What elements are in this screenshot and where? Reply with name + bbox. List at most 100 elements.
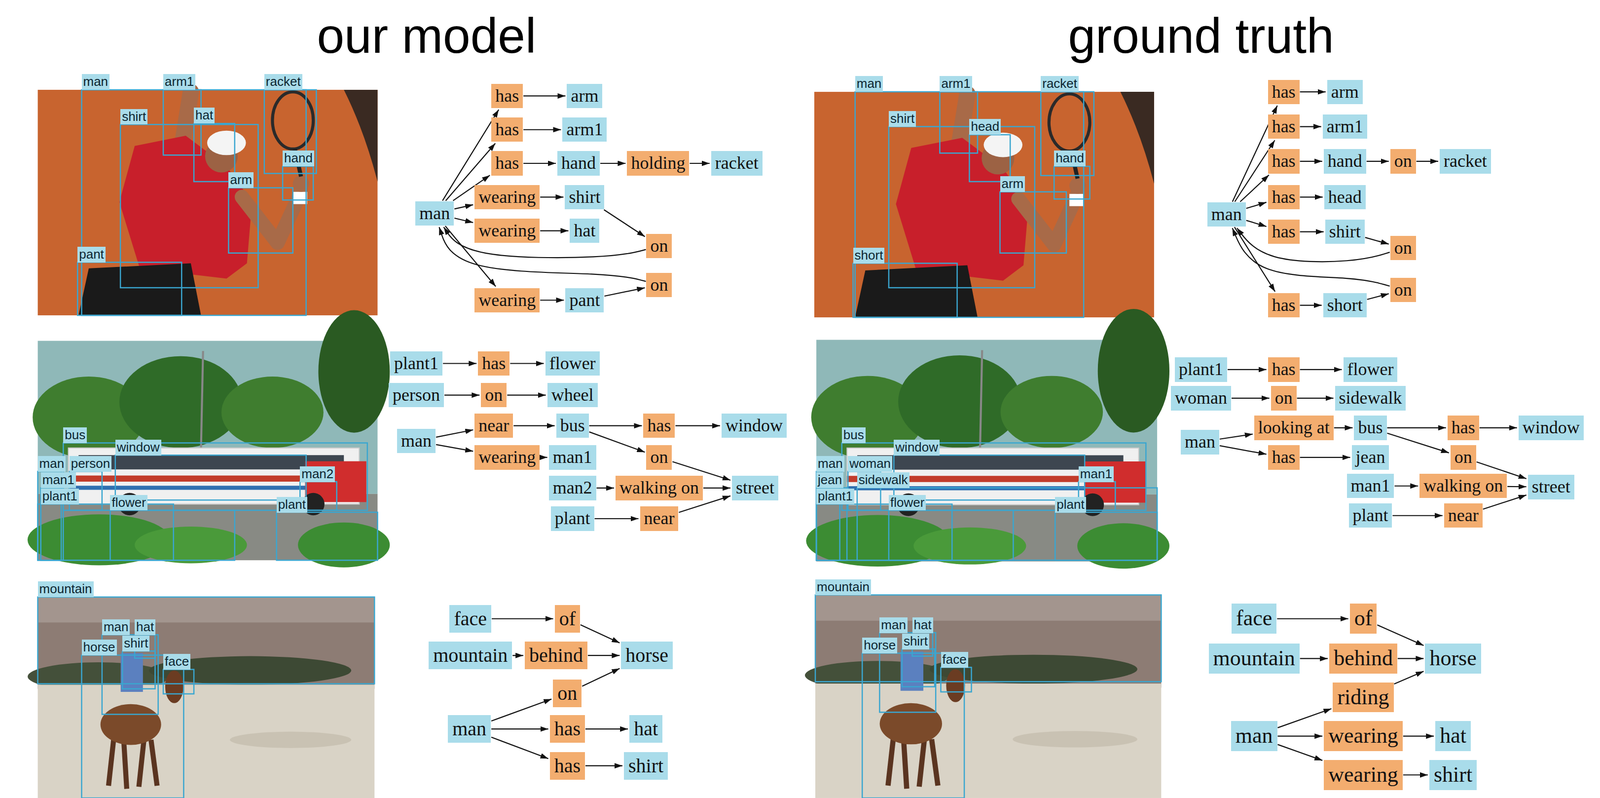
node-text: flower [549, 353, 596, 374]
node-text: wearing [478, 186, 536, 208]
relation-arrow [703, 487, 731, 489]
relation-arrow [589, 425, 643, 427]
relation-arrow [604, 287, 645, 296]
object-box: shirt [623, 751, 668, 780]
node-text: woman [1174, 387, 1228, 408]
node-text: head [1328, 186, 1362, 208]
object-box: arm1 [1322, 114, 1368, 139]
object-box: mountain [1208, 643, 1300, 674]
node-text: shirt [628, 754, 664, 777]
bbox [862, 652, 965, 798]
relation-arrow [594, 517, 639, 519]
node-text: has [1272, 359, 1296, 380]
region-tag: shirt [122, 635, 150, 652]
predicate-box: wearing [474, 444, 540, 470]
predicate-box: near [474, 413, 513, 438]
predicate-box: wearing [1323, 759, 1403, 790]
object-box: wheel [547, 382, 598, 407]
node-text: has [495, 85, 519, 107]
node-text: on [650, 446, 668, 468]
region-tag: man [879, 617, 908, 633]
node-text: man [419, 203, 450, 224]
node-text: has [1451, 417, 1476, 438]
node-text: man2 [552, 477, 593, 498]
node-text: walking on [1423, 475, 1503, 496]
node-text: hat [1439, 723, 1467, 749]
node-text: racket [715, 152, 759, 174]
node-text: bus [1357, 417, 1383, 438]
region-tag: horse [81, 639, 117, 655]
relation-arrow [689, 162, 710, 164]
object-box: plant1 [390, 351, 443, 376]
photo [27, 596, 375, 798]
relation-arrow [589, 431, 646, 452]
node-text: has [1272, 81, 1296, 103]
relation-arrow [1277, 735, 1323, 737]
predicate-box: on [646, 272, 672, 297]
object-box: sidewalk [1335, 385, 1407, 410]
predicate-box: has [491, 150, 523, 176]
node-text: walking on [619, 477, 699, 498]
region-tag: jean [816, 472, 844, 488]
predicate-box: looking at [1254, 415, 1334, 440]
region-tag: short [853, 247, 885, 264]
node-text: person [392, 384, 440, 405]
region-tag: man1 [40, 472, 76, 488]
relation-arrow [1300, 196, 1323, 198]
relation-arrow [1300, 231, 1324, 233]
region-tag: arm1 [163, 73, 196, 90]
node-text: window [1522, 417, 1580, 438]
node-text: racket [1443, 150, 1488, 172]
bbox [893, 454, 1085, 500]
region-tag: sidewalk [857, 472, 910, 488]
node-text: hat [573, 220, 596, 241]
predicate-box: has [1268, 184, 1300, 210]
object-box: hat [629, 714, 663, 743]
node-text: has [1272, 294, 1296, 316]
relation-arrow [540, 229, 569, 231]
panel-heading: ground truth [1067, 8, 1334, 63]
object-box: plant [1348, 503, 1393, 528]
node-text: man [452, 717, 487, 740]
predicate-box: has [549, 751, 585, 780]
object-box: face [449, 604, 492, 633]
relation-arrow [523, 129, 561, 131]
region-tag: shirt [902, 633, 930, 650]
region-tag: pant [77, 246, 106, 263]
bbox [1000, 191, 1067, 254]
relation-arrow [1277, 708, 1332, 728]
relation-arrow [512, 654, 524, 656]
bbox [816, 503, 952, 560]
object-box: racket [1439, 148, 1491, 174]
bbox [264, 89, 317, 174]
node-text: has [554, 754, 581, 777]
object-box: woman [1170, 385, 1232, 410]
node-text: hand [561, 152, 596, 174]
object-box: horse [620, 641, 673, 669]
relation-arrow [1276, 618, 1348, 619]
node-text: mountain [1213, 645, 1296, 671]
object-box: mountain [428, 641, 512, 669]
object-box: man [397, 428, 436, 453]
node-text: has [495, 119, 519, 140]
bbox [841, 442, 1147, 510]
node-text: of [1354, 605, 1373, 631]
object-box: shirt [564, 184, 605, 210]
object-box: face [1231, 603, 1277, 634]
relation-arrow [442, 362, 477, 364]
bbox [888, 509, 1014, 560]
node-text: street [735, 477, 775, 498]
predicate-box: wearing [474, 218, 540, 243]
predicate-box: on [480, 382, 507, 407]
relation-arrow [1232, 227, 1390, 287]
relation-arrow [1507, 485, 1527, 488]
node-text: jean [1355, 446, 1386, 468]
relation-arrow [454, 204, 473, 210]
relation-arrow [1367, 293, 1389, 300]
node-text: near [644, 508, 675, 529]
predicate-box: on [1450, 444, 1477, 470]
region-tag: racket [264, 73, 303, 90]
region-tag: mountain [815, 579, 872, 595]
relation-arrow [1219, 434, 1253, 439]
region-tag: hat [193, 107, 215, 124]
